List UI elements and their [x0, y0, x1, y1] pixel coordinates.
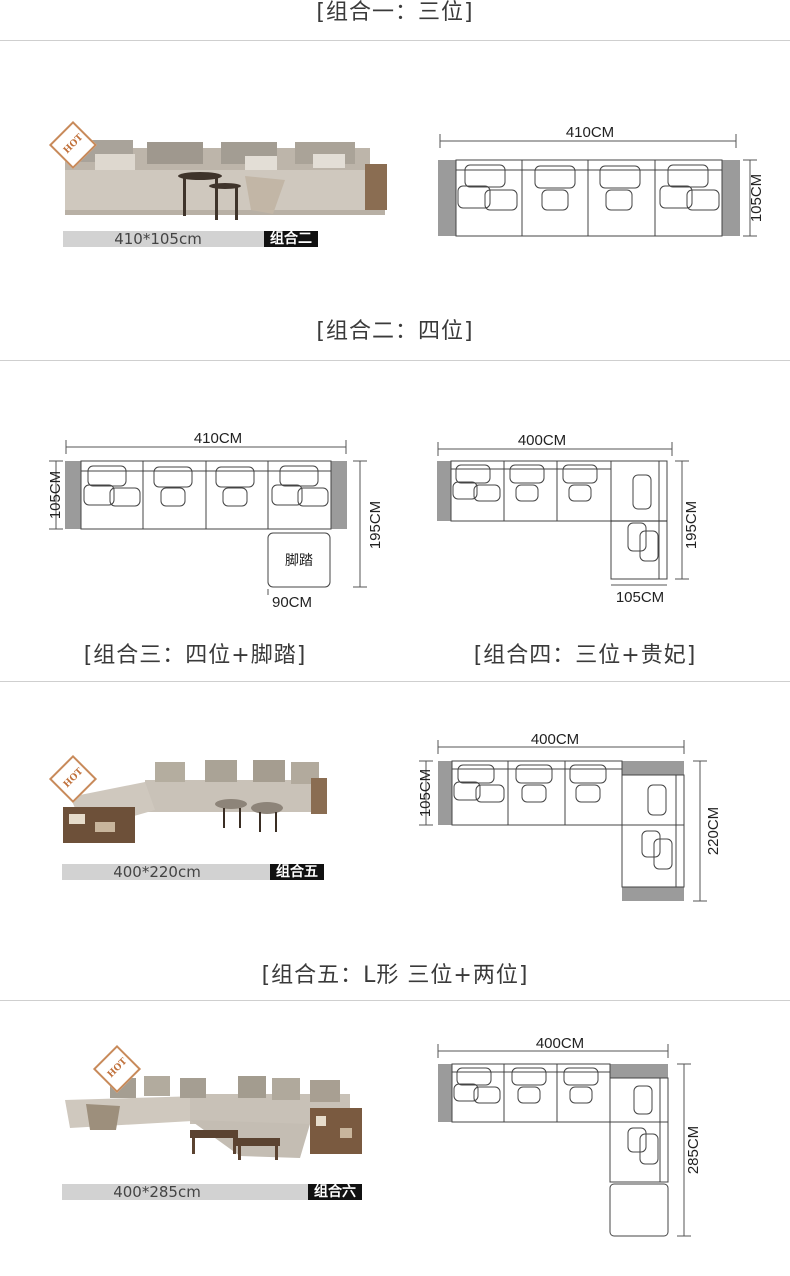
divider	[0, 40, 790, 41]
diagram-combo-6: 400CM 285CM	[437, 1035, 702, 1237]
divider	[0, 360, 790, 361]
caption-combo-3: [组合三：四位+脚踏]	[83, 643, 307, 668]
sofa-photo-combo-6	[60, 1060, 370, 1160]
diagram-top-4-seat: 410CM 105CM	[438, 124, 765, 237]
dim-depth: 105CM	[748, 174, 765, 222]
dim-width: 400CM	[531, 731, 579, 748]
dim-width: 400CM	[536, 1035, 584, 1052]
diagram-combo-5: 400CM 105CM 220CM	[417, 731, 722, 902]
dim-chaise-width: 105CM	[616, 589, 664, 606]
dim-height: 195CM	[367, 501, 384, 549]
size-label: 400*220cm	[113, 863, 201, 881]
dim-height: 285CM	[685, 1126, 702, 1174]
combo-tag: 组合六	[308, 1184, 362, 1200]
size-label: 410*105cm	[114, 230, 202, 248]
size-bar: 400*285cm 组合六	[62, 1184, 362, 1200]
sofa-illustration	[65, 140, 387, 220]
diagram-combo-3: 410CM 105CM 脚踏 195CM 90CM	[47, 430, 384, 611]
dim-height: 195CM	[683, 501, 700, 549]
sofa-illustration	[65, 1076, 362, 1160]
divider	[0, 681, 790, 682]
caption-combo-4: [组合四：三位+贵妃]	[473, 643, 697, 668]
diagram-combo-4: 400CM 195CM 105CM	[437, 432, 700, 606]
caption-combo-2: [组合二：四位]	[316, 319, 474, 344]
combo-tag: 组合二	[264, 231, 318, 247]
dim-height: 220CM	[705, 807, 722, 855]
size-bar: 410*105cm 组合二	[63, 231, 318, 247]
size-label: 400*285cm	[113, 1183, 201, 1201]
dim-width: 410CM	[566, 124, 614, 141]
caption-combo-1: [组合一：三位]	[316, 0, 474, 25]
dim-depth: 105CM	[47, 471, 64, 519]
dim-depth: 105CM	[417, 769, 434, 817]
ottoman-label: 脚踏	[285, 552, 313, 568]
sofa-photo-combo-2	[55, 118, 395, 223]
sofa-illustration	[63, 760, 327, 843]
combo-tag: 组合五	[270, 864, 324, 880]
divider	[0, 1000, 790, 1001]
dim-ottoman-width: 90CM	[272, 594, 312, 611]
sofa-photo-combo-5	[55, 752, 335, 852]
caption-combo-5: [组合五：L形 三位+两位]	[261, 963, 529, 988]
dim-width: 400CM	[518, 432, 566, 449]
dim-width: 410CM	[194, 430, 242, 447]
size-bar: 400*220cm 组合五	[62, 864, 324, 880]
